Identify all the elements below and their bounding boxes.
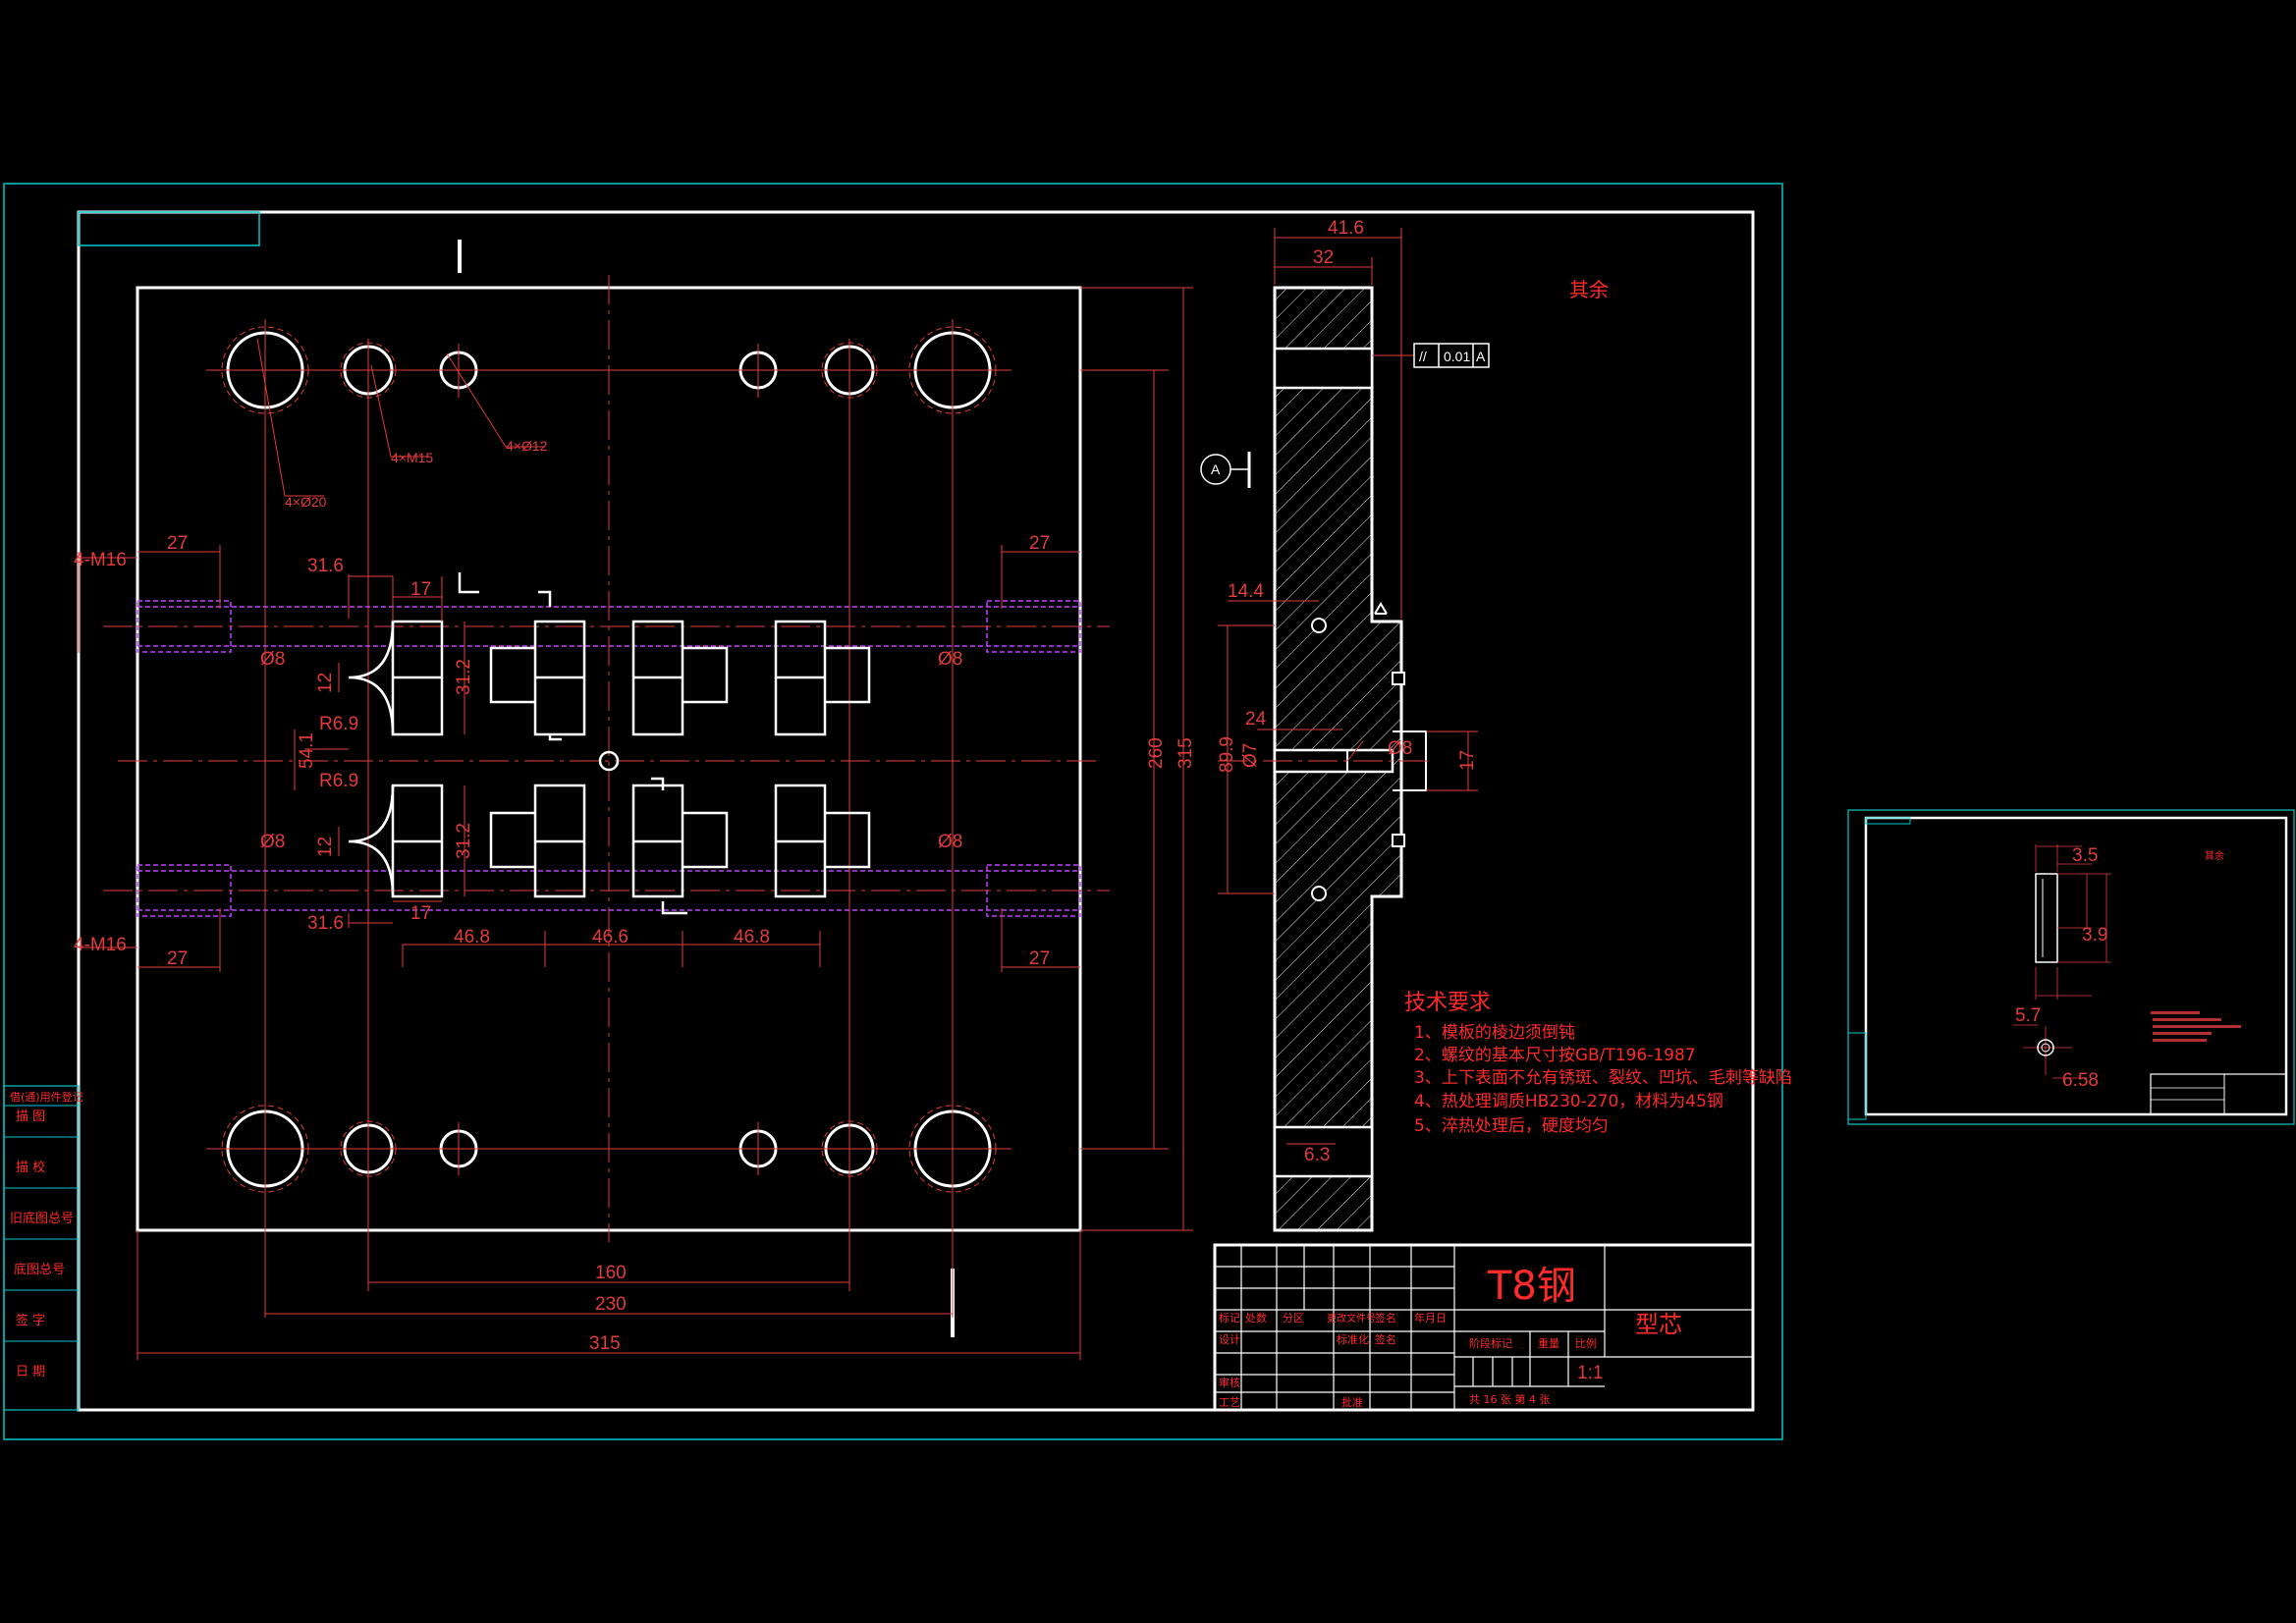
section-view: // 0.01 A A 41.6 32 14.4 89.9 24 Ø7 Ø8 1… [1200,218,1609,1232]
dim-54-1: 54.1 [297,732,317,769]
header-label-0: 标记 [1219,1311,1240,1325]
dim-315-h: 315 [589,1333,621,1354]
dim-27-tr: 27 [1029,533,1050,554]
technical-requirements: 技术要求 1、模板的棱边须倒钝 2、螺纹的基本尺寸按GB/T196-1987 3… [1404,991,1792,1136]
datum-a-label: A [1211,461,1221,477]
dim-14-4: 14.4 [1228,581,1264,602]
outer-sheet-border [3,183,1783,1440]
label-hole-d20: 4×Ø20 [285,494,327,510]
mini-drawing-thumbnail: 3.5 3.9 5.7 6.58 其余 [1847,809,2295,1125]
cooling-channels [137,600,1081,917]
tolerance-symbol: // [1419,349,1427,364]
stage-label-1: 重量 [1538,1336,1559,1350]
tech-item-5: 5、淬热处理后，硬度均匀 [1414,1116,1609,1136]
dim-31-2-1: 31.2 [454,659,474,695]
label-m16-bottom: 4-M16 [74,935,127,955]
header-label-4: 签名 [1375,1311,1396,1325]
dim-46-6: 46.6 [592,927,629,947]
dim-230: 230 [595,1294,627,1315]
tech-item-4: 4、热处理调质HB230-270，材料为45钢 [1414,1092,1723,1111]
header-label-5: 年月日 [1414,1311,1447,1325]
dim-31-6-top: 31.6 [307,556,344,576]
main-plan-view: 4×Ø20 4×M15 4×Ø12 [74,240,1196,1360]
row-label-standard: 标准化 [1337,1332,1369,1346]
tolerance-value: 0.01 [1444,349,1470,364]
dim-d8-l1: Ø8 [260,649,285,670]
tech-item-3: 3、上下表面不允有锈斑、裂纹、凹坑、毛刺等缺陷 [1414,1068,1792,1088]
dim-17-top: 17 [410,579,431,600]
dim-17-section: 17 [1457,750,1478,771]
top-left-code-box [78,211,260,246]
dim-27-bl: 27 [167,948,188,969]
tech-title: 技术要求 [1404,991,1491,1015]
dim-160: 160 [595,1263,627,1283]
inner-drawing-frame [77,210,1755,1412]
side-label-3: 旧底图总号 [10,1211,74,1226]
label-hole-m15: 4×M15 [391,450,433,465]
dim-31-2-2: 31.2 [454,823,474,859]
dim-27-tl: 27 [167,533,188,554]
dim-d8-r1: Ø8 [938,649,962,670]
mini-dim-5-7: 5.7 [2015,1005,2041,1026]
dim-d7: Ø7 [1240,743,1261,768]
scale-value: 1:1 [1577,1363,1603,1383]
dim-d8-l2: Ø8 [260,832,285,852]
dim-r6-9-2: R6.9 [319,771,358,791]
label-m16-top: 4-M16 [74,550,127,570]
side-label-1: 描 图 [16,1109,45,1124]
dim-32: 32 [1313,247,1334,268]
label-hole-d12: 4×Ø12 [506,438,548,454]
side-label-4: 底图总号 [14,1262,65,1277]
tech-item-2: 2、螺纹的基本尺寸按GB/T196-1987 [1414,1046,1696,1065]
material-label: T8钢 [1487,1264,1576,1309]
title-block: T8钢 型芯 1:1 标记 处数 分区 更改文件号 签名 年月日 设计 标准化 … [1213,1243,1755,1412]
stage-label-0: 阶段标记 [1469,1336,1512,1350]
side-label-6: 日 期 [16,1365,45,1380]
row-label-design: 设计 [1219,1333,1240,1346]
dim-24: 24 [1245,709,1267,730]
surface-note: 其余 [1569,278,1609,301]
dim-r6-9-1: R6.9 [319,714,358,734]
dim-d8-r2: Ø8 [938,832,962,852]
mini-dim-3-9: 3.9 [2082,925,2107,946]
cavity-inserts [348,572,871,915]
dim-d8-section: Ø8 [1388,738,1412,759]
header-label-2: 分区 [1283,1312,1304,1325]
dim-6-3: 6.3 [1304,1145,1330,1165]
dim-41-6: 41.6 [1328,218,1364,239]
dim-260: 260 [1146,737,1167,769]
review-label: 审核 [1219,1376,1240,1389]
part-name: 型芯 [1635,1311,1682,1338]
dim-46-8a: 46.8 [454,927,490,947]
mini-surface-note: 其余 [2205,849,2224,862]
sheet-info: 共 16 张 第 4 张 [1469,1392,1550,1406]
approve-label: 批准 [1341,1395,1363,1409]
side-signature-table: 借(通)用件登记 描 图 描 校 旧底图总号 底图总号 签 字 日 期 [3,1085,83,1411]
mini-dim-6-58: 6.58 [2062,1070,2099,1091]
tech-item-1: 1、模板的棱边须倒钝 [1414,1023,1575,1043]
side-label-0: 借(通)用件登记 [10,1090,83,1104]
dim-27-br: 27 [1029,948,1050,969]
process-label: 工艺 [1219,1396,1240,1409]
dim-31-6-bot: 31.6 [307,913,344,934]
stage-label-2: 比例 [1575,1336,1597,1350]
mini-dim-3-5: 3.5 [2072,845,2098,866]
dim-315-v: 315 [1175,737,1196,769]
dim-17-bot: 17 [410,903,431,924]
tolerance-datum: A [1476,349,1486,364]
header-label-3: 更改文件号 [1327,1312,1376,1325]
dim-12-1: 12 [315,673,336,693]
tolerance-frame: // 0.01 A [1413,343,1490,368]
dim-89-9: 89.9 [1217,736,1237,773]
header-label-1: 处数 [1245,1312,1267,1325]
side-label-2: 描 校 [16,1160,45,1175]
side-label-5: 签 字 [16,1313,45,1328]
datum-a-symbol: A [1200,452,1251,488]
dim-46-8b: 46.8 [734,927,770,947]
dim-12-2: 12 [315,837,336,857]
row-label-sign: 签名 [1375,1332,1396,1346]
